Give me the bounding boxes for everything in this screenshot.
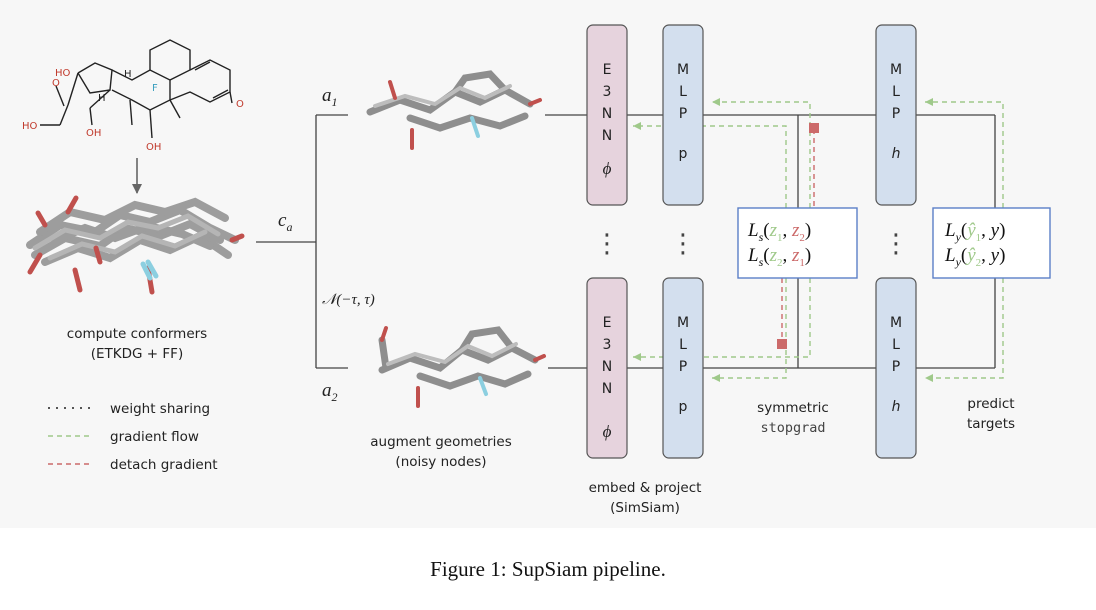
svg-text:3: 3 [603, 84, 612, 100]
predict-label-2: targets [967, 416, 1015, 432]
a2-label: a2 [322, 380, 338, 404]
weight-sharing-ellipses: ⋮ ⋮ ⋮ [594, 229, 909, 259]
svg-text:L: L [679, 84, 687, 100]
svg-text:h: h [892, 399, 901, 415]
legend-weight-sharing-label: weight sharing [110, 401, 210, 417]
atom-f: F [152, 83, 158, 94]
svg-text:P: P [892, 106, 900, 122]
svg-text:ϕ: ϕ [603, 159, 612, 178]
c-a-label: ca [278, 210, 292, 234]
stopgrad-label-1: symmetric [757, 400, 829, 416]
atom-ho-top: HO [55, 68, 71, 79]
loss-y-line-1: Ly(ŷ1, y) [944, 220, 1005, 244]
conformers-label-1: compute conformers [67, 326, 207, 342]
svg-text:M: M [890, 62, 902, 78]
atom-oh-1: OH [86, 128, 101, 139]
svg-text:L: L [892, 84, 900, 100]
svg-text:N: N [602, 128, 612, 144]
detach-marker-top [809, 123, 819, 133]
detach-gradient-paths [777, 123, 819, 349]
weight-sharing-e3nn: ⋮ [594, 229, 620, 259]
svg-text:M: M [677, 315, 689, 331]
molecule-skeletal [40, 39, 233, 139]
augmentation-fork [256, 114, 348, 369]
svg-text:p: p [679, 146, 688, 162]
predict-label-1: predict [967, 396, 1014, 412]
conformer-ensemble-image [26, 195, 245, 295]
conformers-label-2: (ETKDG + FF) [91, 346, 183, 362]
atom-h-ring: H [124, 69, 132, 80]
svg-text:P: P [679, 106, 687, 122]
embed-label-1: embed & project [589, 480, 702, 496]
svg-text:P: P [892, 359, 900, 375]
augmented-molecule-a2-image [378, 326, 546, 408]
svg-text:L: L [892, 337, 900, 353]
noise-label: 𝒩(−τ, τ) [322, 292, 375, 308]
e3nn-block-top: E 3 N N ϕ [586, 24, 628, 206]
atom-h-bridge: H [98, 93, 106, 104]
embed-label-2: (SimSiam) [610, 500, 680, 516]
svg-text:L: L [679, 337, 687, 353]
svg-text:E: E [603, 62, 612, 78]
legend: weight sharing gradient flow detach grad… [48, 401, 218, 473]
weight-sharing-mlp-p: ⋮ [670, 229, 696, 259]
augment-label-1: augment geometries [370, 434, 512, 450]
legend-gradient-flow-label: gradient flow [110, 429, 199, 445]
augment-label-2: (noisy nodes) [395, 454, 486, 470]
loss-s-line-1: Ls(z1, z2) [747, 220, 811, 244]
svg-text:M: M [677, 62, 689, 78]
a1-label: a1 [322, 85, 338, 109]
e3nn-block-bottom: E 3 N N ϕ [586, 277, 628, 459]
svg-text:M: M [890, 315, 902, 331]
atom-o-ketone: O [236, 99, 244, 110]
svg-text:E: E [603, 315, 612, 331]
loss-similarity-box: Ls(z1, z2) Ls(z2, z1) [737, 207, 858, 279]
atom-oh-2: OH [146, 142, 161, 153]
svg-text:p: p [679, 399, 688, 415]
stopgrad-label-2: stopgrad [760, 420, 825, 436]
mlp-p-block-top: M L P p [662, 24, 704, 206]
figure-caption: Figure 1: SupSiam pipeline. [430, 557, 666, 581]
atom-ho-left: HO [22, 121, 38, 132]
svg-text:N: N [602, 381, 612, 397]
svg-text:h: h [892, 146, 901, 162]
legend-detach-gradient-label: detach gradient [110, 457, 218, 473]
mlp-p-block-bottom: M L P p [662, 277, 704, 459]
weight-sharing-mlp-h: ⋮ [883, 229, 909, 259]
atom-o-carbonyl: O [52, 78, 60, 89]
mlp-h-block-bottom: M L P h [875, 277, 917, 459]
svg-text:P: P [679, 359, 687, 375]
loss-s-line-2: Ls(z2, z1) [747, 245, 811, 269]
svg-text:ϕ: ϕ [603, 422, 612, 441]
augmented-molecule-a1-image [366, 70, 542, 150]
svg-text:3: 3 [603, 337, 612, 353]
mlp-h-block-top: M L P h [875, 24, 917, 206]
loss-y-line-2: Ly(ŷ2, y) [944, 245, 1005, 269]
loss-target-box: Ly(ŷ1, y) Ly(ŷ2, y) [932, 207, 1051, 279]
solid-connectors [545, 114, 996, 369]
svg-text:N: N [602, 359, 612, 375]
svg-text:N: N [602, 106, 612, 122]
detach-marker-bottom [777, 339, 787, 349]
